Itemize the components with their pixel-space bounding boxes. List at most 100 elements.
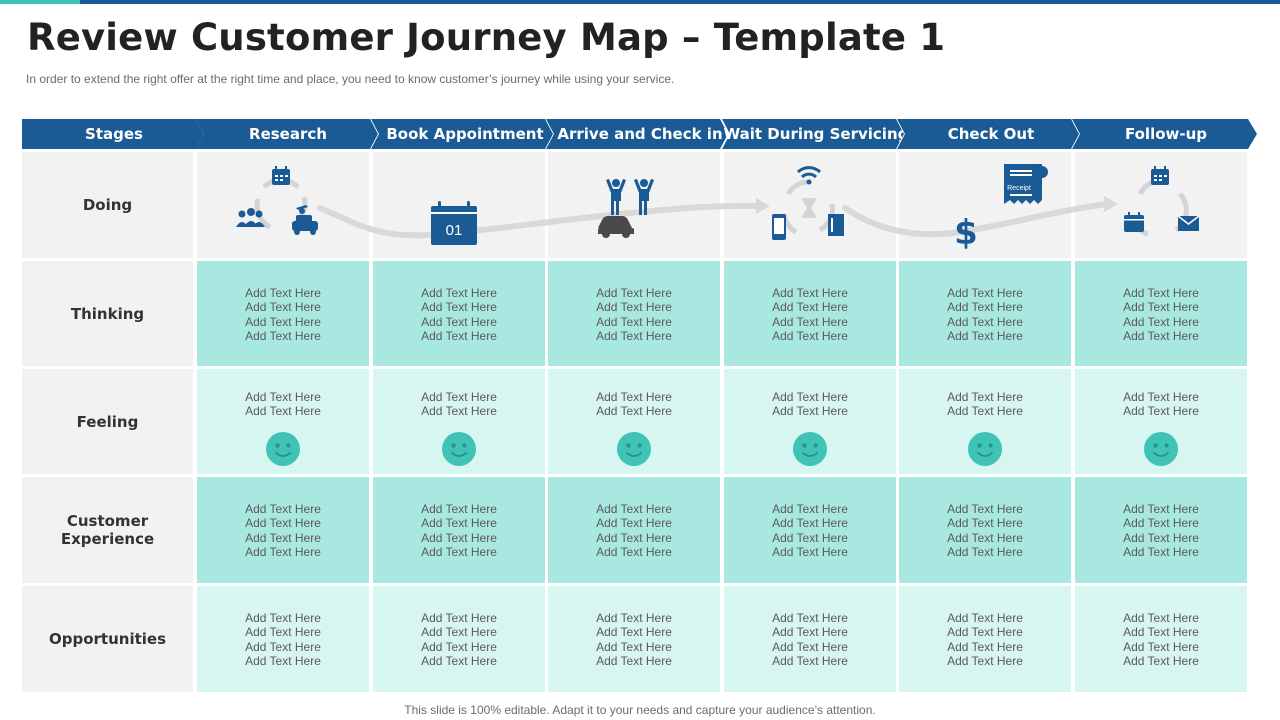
cell-text: Add Text Here — [772, 314, 848, 329]
calendar-date-icon: 01 — [431, 201, 477, 245]
cell-text: Add Text Here — [1123, 300, 1199, 315]
cell-text: Add Text Here — [772, 653, 848, 668]
cell-text: Add Text Here — [772, 625, 848, 640]
wifi-dot — [806, 179, 812, 185]
cell-text: Add Text Here — [1123, 404, 1199, 419]
cell-text: Add Text Here — [1123, 314, 1199, 329]
cell-text: Add Text Here — [421, 328, 497, 343]
cell-text: Add Text Here — [1123, 544, 1199, 559]
cell-text: Add Text Here — [245, 516, 321, 531]
top-accent-bar — [0, 0, 1280, 4]
dollar-icon: $ — [954, 213, 978, 250]
cell-text: Add Text Here — [245, 300, 321, 315]
cell-text: Add Text Here — [421, 390, 497, 404]
cell-text: Add Text Here — [245, 286, 321, 300]
cell-text: Add Text Here — [596, 530, 672, 545]
cell-text: Add Text Here — [245, 328, 321, 343]
cell-text: Add Text Here — [245, 314, 321, 329]
smiley-icon — [266, 432, 300, 466]
stage-label: Follow-up — [1124, 125, 1208, 143]
book-icon — [828, 214, 844, 236]
cell-text: Add Text Here — [772, 390, 848, 404]
top-accent-highlight — [0, 0, 80, 4]
follow-up-icon-group — [1124, 166, 1200, 237]
cell-text: Add Text Here — [596, 300, 672, 315]
stage-header-follow-up: Follow-up — [1072, 119, 1258, 149]
cell-text: Add Text Here — [245, 502, 321, 516]
cell-text: Add Text Here — [245, 611, 321, 625]
cell-text: Add Text Here — [421, 625, 497, 640]
calendar-icon — [1124, 212, 1144, 232]
cell-text: Add Text Here — [596, 502, 672, 516]
people-arms-up-icon — [606, 179, 654, 215]
row-label-feeling: Feeling — [22, 369, 193, 474]
cell-text: Add Text Here — [772, 516, 848, 531]
smiley-icon — [1144, 432, 1178, 466]
cell-text: Add Text Here — [772, 404, 848, 419]
wifi-icon — [796, 166, 822, 179]
stage-label: Stages — [85, 125, 143, 143]
cell-text: Add Text Here — [596, 390, 672, 404]
stage-header-research: Research — [196, 119, 380, 149]
cell-text: Add Text Here — [947, 328, 1023, 343]
cell-text: Add Text Here — [596, 625, 672, 640]
calendar-icon — [272, 166, 290, 185]
cell-text: Add Text Here — [772, 300, 848, 315]
cell-text: Add Text Here — [596, 328, 672, 343]
cell-text: Add Text Here — [947, 653, 1023, 668]
smiley-icon — [442, 432, 476, 466]
cell-text: Add Text Here — [1123, 653, 1199, 668]
row-label-opportunities: Opportunities — [22, 586, 193, 692]
stage-label: Book Appointment — [386, 125, 544, 143]
row-label-text: Opportunities — [48, 630, 166, 648]
cell-text: Add Text Here — [947, 300, 1023, 315]
cell-text: Add Text Here — [421, 516, 497, 531]
cell-text: Add Text Here — [421, 502, 497, 516]
cell-text: Add Text Here — [1123, 516, 1199, 531]
checkout-icon-group: Receipt $ — [954, 164, 1048, 250]
cell-text: Add Text Here — [421, 314, 497, 329]
row-label-thinking: Thinking — [22, 261, 193, 366]
stage-label: Check Out — [947, 125, 1035, 143]
row-label-customer-experience: Customer Experience — [22, 477, 193, 583]
row-label-doing: Doing — [22, 152, 193, 258]
receipt-label: Receipt — [1007, 185, 1031, 192]
smiley-icon — [968, 432, 1002, 466]
cell-text: Add Text Here — [947, 516, 1023, 531]
cell-text: Add Text Here — [947, 502, 1023, 516]
cell-text: Add Text Here — [772, 502, 848, 516]
row-label-text: Feeling — [76, 412, 139, 431]
calendar-icon — [1151, 166, 1169, 185]
stage-label: Arrive and Check in — [557, 125, 723, 143]
hourglass-icon — [802, 198, 816, 218]
stage-label: Wait During Servicing — [723, 125, 909, 143]
cell-text: Add Text Here — [421, 530, 497, 545]
page-subtitle: In order to extend the right offer at th… — [26, 72, 675, 86]
cell-text: Add Text Here — [421, 639, 497, 654]
cell-text: Add Text Here — [772, 286, 848, 300]
people-icon — [236, 208, 265, 227]
cell-text: Add Text Here — [772, 639, 848, 654]
research-icon-group — [236, 166, 318, 235]
cell-text: Add Text Here — [947, 611, 1023, 625]
cell-text: Add Text Here — [421, 300, 497, 315]
cell-text: Add Text Here — [245, 390, 321, 404]
cell-text: Add Text Here — [245, 625, 321, 640]
cell-text: Add Text Here — [772, 328, 848, 343]
stage-header-stages: Stages — [22, 119, 206, 149]
wait-icon-group — [772, 166, 844, 240]
cell-text: Add Text Here — [596, 314, 672, 329]
